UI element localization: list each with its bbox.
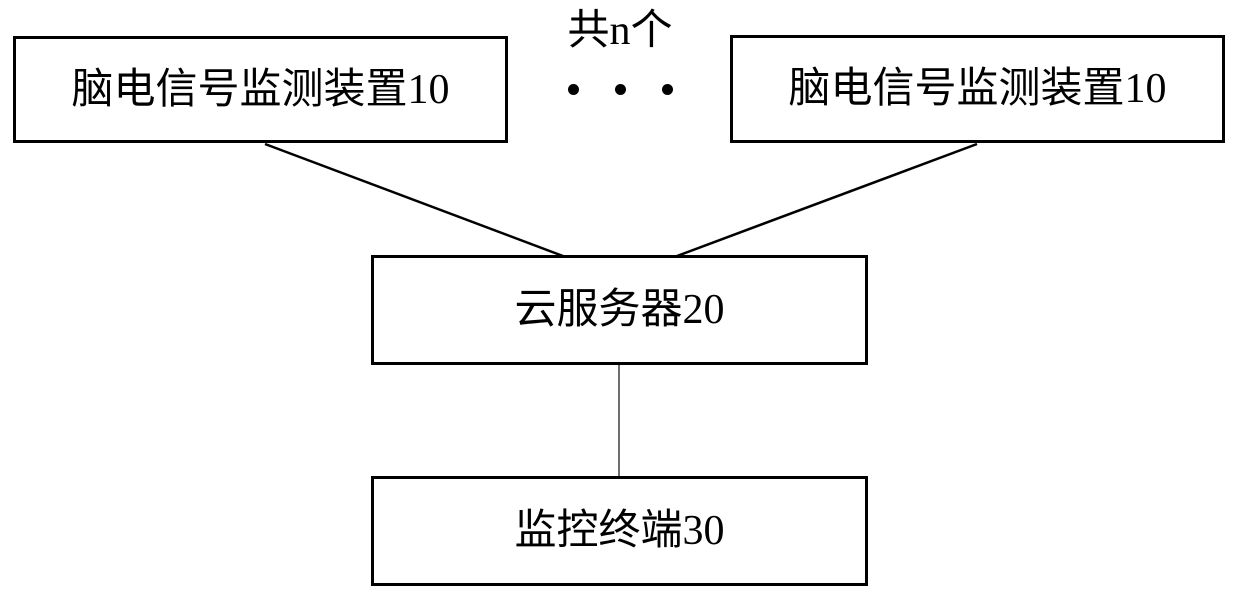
dot-icon: [661, 84, 673, 95]
node-monitor-terminal: 监控终端30: [371, 476, 868, 586]
count-annotation: 共n个: [567, 8, 673, 54]
dot-icon: [614, 84, 626, 95]
node-cloud-server: 云服务器20: [371, 255, 868, 365]
edge-left-device-to-server: [264, 142, 564, 258]
edge-server-to-terminal: [618, 365, 620, 476]
node-monitor-terminal-label: 监控终端30: [514, 508, 725, 554]
node-cloud-server-label: 云服务器20: [514, 287, 725, 333]
node-device-right-label: 脑电信号监测装置10: [788, 66, 1167, 112]
ellipsis-dots-icon: [540, 84, 700, 95]
node-device-left: 脑电信号监测装置10: [13, 36, 508, 143]
dot-icon: [567, 84, 579, 95]
node-device-left-label: 脑电信号监测装置10: [71, 66, 450, 113]
edge-right-device-to-server: [676, 142, 978, 258]
node-device-right: 脑电信号监测装置10: [730, 35, 1225, 143]
